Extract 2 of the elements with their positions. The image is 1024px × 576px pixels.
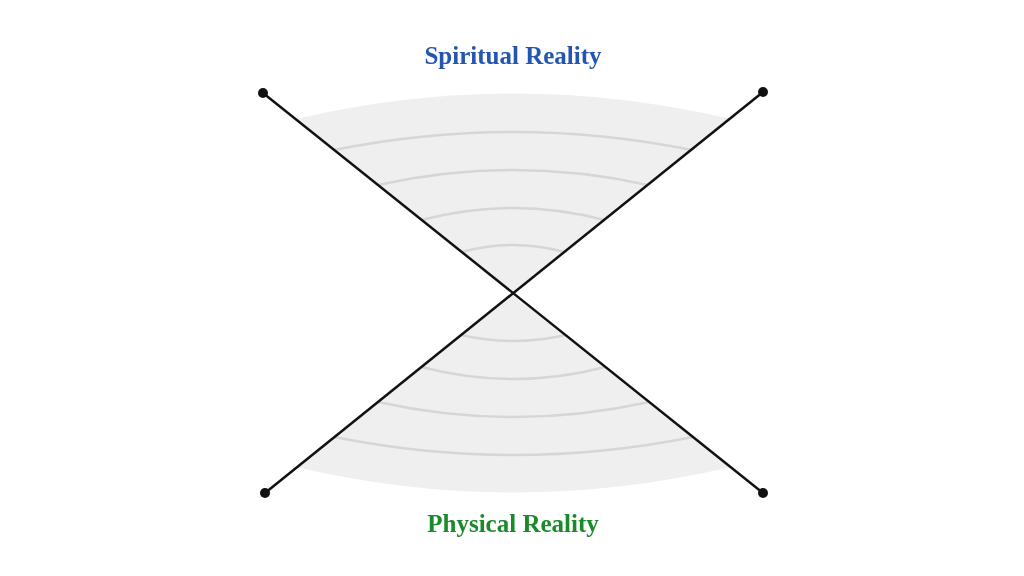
bottom-label: Physical Reality (427, 510, 599, 538)
top-label: Spiritual Reality (424, 42, 602, 70)
